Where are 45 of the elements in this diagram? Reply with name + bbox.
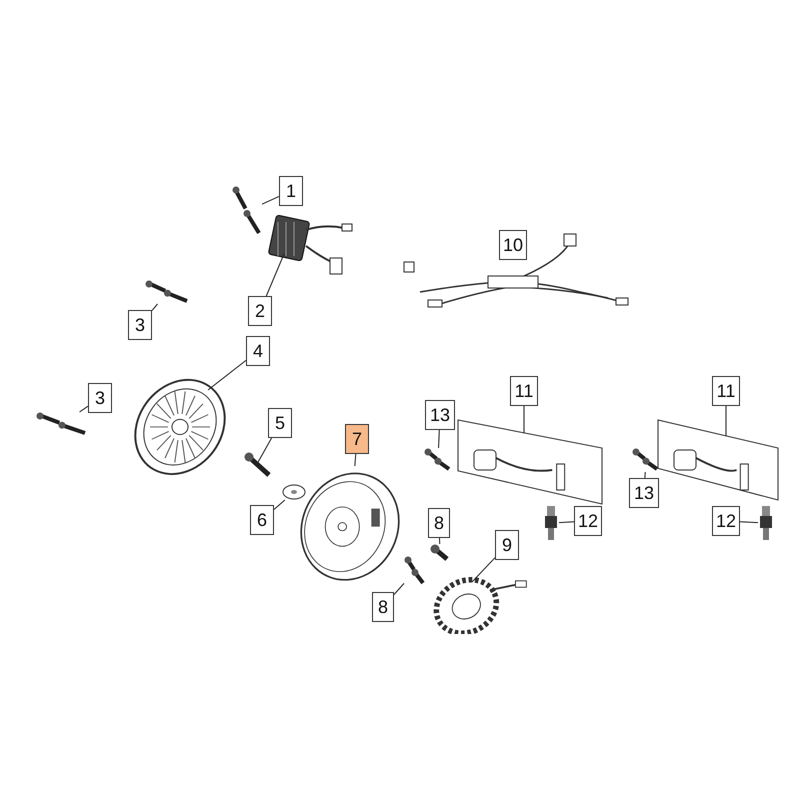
- leader-line: [208, 360, 246, 390]
- leader-line: [266, 254, 284, 296]
- spark-plug-drawing: [543, 504, 559, 542]
- bolt-pair-drawing: [36, 412, 88, 436]
- callout-number: 11: [510, 376, 538, 406]
- callout-number: 6: [250, 505, 274, 535]
- washer-drawing: [282, 484, 306, 500]
- callout-number: 8: [372, 592, 394, 622]
- leader-line: [79, 406, 88, 412]
- callout-number: 1: [279, 176, 303, 206]
- bolt-pair-drawing: [404, 556, 426, 586]
- leader-line: [256, 438, 272, 464]
- callout-number: 12: [574, 506, 602, 536]
- leader-line: [262, 196, 280, 205]
- callout-number: 13: [629, 478, 659, 508]
- bolt-pair-drawing: [632, 448, 660, 472]
- bolt-pair-drawing: [232, 186, 262, 236]
- callout-number: 9: [495, 530, 519, 560]
- leader-line: [558, 521, 574, 524]
- bolt-pair-drawing: [424, 448, 452, 472]
- callout-number: 3: [128, 310, 152, 340]
- callout-number: 12: [712, 506, 740, 536]
- leader-line: [394, 582, 404, 596]
- leader-line: [152, 304, 158, 312]
- leader-line: [740, 521, 758, 524]
- bolt-drawing: [430, 544, 450, 562]
- callout-number: 7: [345, 424, 369, 454]
- ignition-coil-drawing: [456, 418, 604, 506]
- leader-line: [439, 538, 440, 544]
- callout-number: 4: [246, 336, 270, 366]
- leader-line: [644, 472, 646, 478]
- bolt-pair-drawing: [145, 280, 190, 304]
- callout-number: 3: [88, 383, 112, 413]
- callout-number: 10: [499, 230, 527, 260]
- callout-number: 8: [428, 508, 450, 538]
- leader-line: [274, 500, 286, 510]
- callout-number: 5: [268, 408, 292, 438]
- ignition-coil-drawing: [656, 418, 780, 502]
- callout-number: 11: [712, 376, 740, 406]
- leader-line: [354, 454, 356, 466]
- spark-plug-drawing: [758, 504, 774, 542]
- callout-number: 2: [248, 296, 272, 326]
- leader-line: [438, 430, 440, 448]
- callout-number: 13: [425, 400, 455, 430]
- bolt-drawing: [244, 452, 272, 478]
